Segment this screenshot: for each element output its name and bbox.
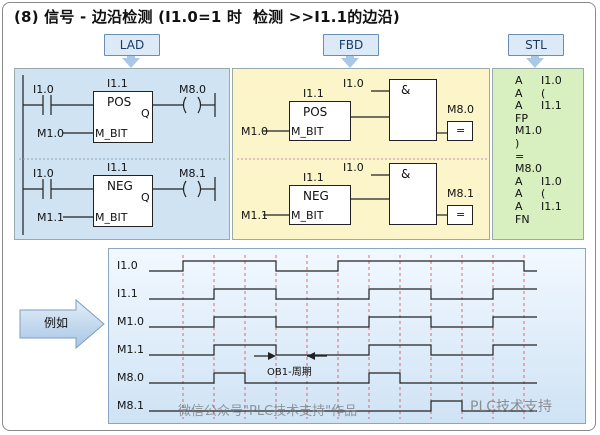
fbd-n2-assign: = [456, 208, 466, 221]
stl-line: FP [515, 111, 581, 126]
stl-op: A [515, 199, 523, 213]
lad-r1-coil-label: M8.0 [179, 83, 206, 96]
header-fbd: FBD [323, 34, 379, 56]
stl-line: A I1.1 [515, 100, 581, 113]
timing-diagram [149, 255, 537, 419]
fbd-neg-block [289, 185, 351, 225]
arrow-down-fbd-icon [341, 58, 359, 68]
lad-r2-block-name: NEG [107, 179, 133, 193]
stl-line: A( [515, 188, 581, 201]
lad-r2-bit-pin: M_BIT [95, 211, 128, 224]
fbd-n2-block-addr: I1.1 [303, 171, 324, 184]
signal-label: M1.0 [117, 315, 144, 328]
fbd-n2-bit-label: M1.1 [241, 209, 268, 222]
stl-line: FN [515, 212, 581, 227]
page-title: (8) 信号 - 边沿检测 (I1.0=1 时 检测 >>I1.1的边沿) [14, 8, 400, 26]
stl-op: A [515, 174, 523, 188]
signal-label: M1.1 [117, 343, 144, 356]
fbd-panel: I1.0 & I1.1 POS M1.0 M_BIT M8.0 = I1.0 &… [232, 68, 490, 240]
watermark-logo-text: PLC技术支持 [470, 399, 553, 415]
stl-operand: I1.0 [541, 74, 562, 87]
example-arrow-icon [19, 298, 105, 350]
fbd-n2-block-name: NEG [303, 189, 329, 203]
fbd-n1-assign: = [456, 124, 466, 137]
stl-op: M8.0 [515, 162, 542, 176]
fbd-assign-box-2 [447, 205, 473, 225]
fbd-n1-and-symbol: & [401, 83, 411, 97]
fbd-n1-bit-label: M1.0 [241, 125, 268, 138]
fbd-and-block-1 [389, 79, 437, 141]
fbd-n2-and-symbol: & [401, 167, 411, 181]
lad-r1-block-name: POS [107, 95, 132, 109]
stl-operand: I1.0 [541, 174, 562, 188]
lad-r2-coil-label: M8.1 [179, 167, 206, 180]
ob1-cycle-label: OB1-周期 [267, 367, 312, 378]
fbd-n1-bit-pin: M_BIT [291, 125, 324, 138]
fbd-n2-out-label: M8.1 [447, 187, 474, 200]
lad-r1-block-addr: I1.1 [107, 77, 128, 90]
stl-op: ) [515, 136, 520, 150]
lad-r1-bit-pin: M_BIT [95, 127, 128, 140]
stl-op: M1.0 [515, 124, 542, 138]
fbd-n2-bit-pin: M_BIT [291, 209, 324, 222]
stl-op: A [515, 99, 523, 113]
lad-r1-contact-label: I1.0 [33, 83, 54, 96]
example-label: 例如 [44, 316, 69, 330]
stl-op: A [515, 86, 523, 100]
arrow-down-lad-icon [122, 58, 140, 68]
lad-r2-q-pin: Q [141, 191, 150, 204]
stl-op: FN [515, 212, 530, 226]
stl-line: M8.0 [515, 163, 581, 176]
lad-pos-block [93, 91, 153, 143]
stl-line: A I1.1 [515, 199, 581, 214]
lad-diagram [19, 75, 227, 235]
fbd-n1-block-name: POS [303, 105, 328, 119]
signal-label: M8.1 [117, 399, 144, 412]
stl-operand: ( [541, 86, 546, 100]
lad-r1-q-pin: Q [141, 107, 150, 120]
signal-label: M8.0 [117, 371, 144, 384]
stl-line: ) [515, 136, 581, 151]
arrow-down-stl-icon [526, 58, 544, 68]
header-lad: LAD [104, 34, 160, 56]
lad-neg-block [93, 175, 153, 227]
stl-op: FP [515, 111, 528, 125]
watermark-text: 微信公众号"PLC技术支持"作品 [178, 404, 358, 419]
lad-r2-bit-label: M1.1 [37, 211, 64, 224]
fbd-n1-and-input: I1.0 [343, 77, 364, 90]
fbd-pos-block [289, 101, 351, 141]
stl-operand: I1.1 [541, 199, 562, 213]
stl-op: = [515, 149, 525, 163]
stl-line: A I1.0 [515, 174, 581, 189]
fbd-diagram [237, 90, 487, 216]
fbd-and-block-2 [389, 163, 437, 225]
lad-r2-block-addr: I1.1 [107, 161, 128, 174]
stl-line: A( [515, 86, 581, 101]
lad-panel: I1.0 I1.1 POS Q M1.0 M_BIT M8.0 I1.0 I1.… [14, 68, 230, 240]
lad-r1-bit-label: M1.0 [37, 127, 64, 140]
stl-op: A [515, 74, 523, 87]
stl-operand: ( [541, 187, 546, 201]
stl-line: M1.0 [515, 125, 581, 138]
fbd-n1-out-label: M8.0 [447, 103, 474, 116]
stl-operand: I1.1 [541, 99, 562, 113]
fbd-n1-block-addr: I1.1 [303, 87, 324, 100]
signal-label: I1.1 [117, 287, 138, 300]
fbd-n2-and-input: I1.0 [343, 161, 364, 174]
signal-label: I1.0 [117, 259, 138, 272]
fbd-assign-box-1 [447, 121, 473, 141]
stl-line: = [515, 149, 581, 164]
stl-op: A [515, 187, 523, 201]
lad-r2-contact-label: I1.0 [33, 167, 54, 180]
stl-line: A I1.0 [515, 74, 581, 88]
header-stl: STL [508, 34, 564, 56]
